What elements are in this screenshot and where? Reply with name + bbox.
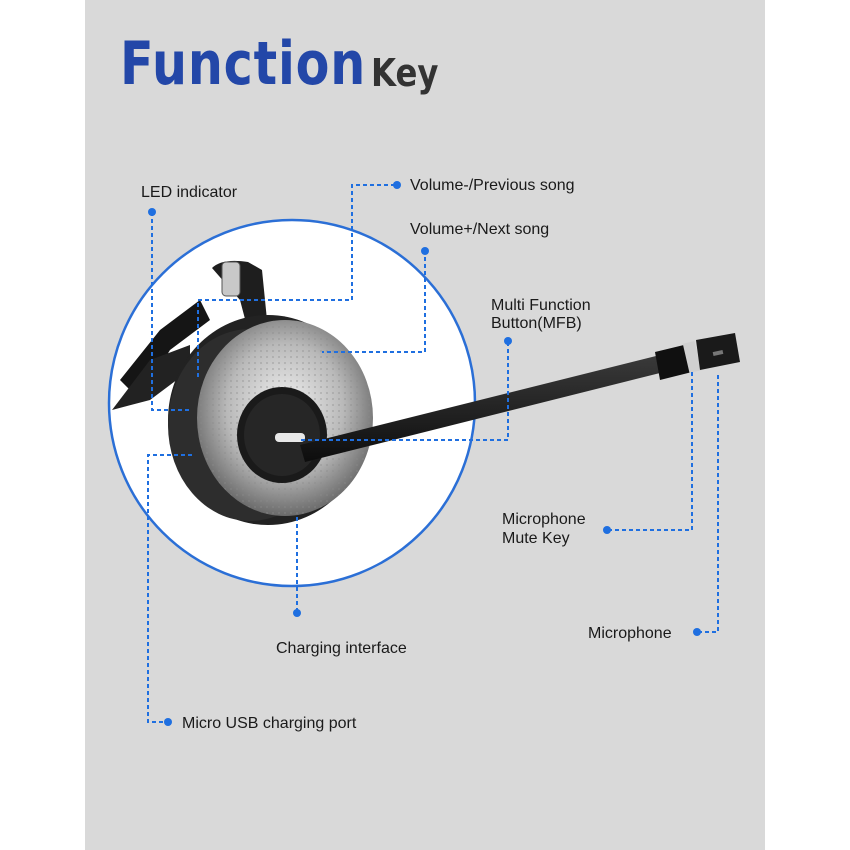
callout-mfb <box>300 342 509 441</box>
label-microphone: Microphone <box>588 625 672 642</box>
dot-led <box>148 208 156 216</box>
callout-mute <box>608 372 693 531</box>
callout-dots <box>148 181 701 726</box>
dot-microphone <box>693 628 701 636</box>
label-micro-usb-port: Micro USB charging port <box>182 715 357 732</box>
label-mute-line2: Mute Key <box>502 530 570 547</box>
label-mute-line1: Microphone <box>502 511 586 528</box>
dot-volume-plus <box>421 247 429 255</box>
callout-led <box>151 212 192 411</box>
headset-earpiece <box>112 260 373 525</box>
boom-microphone <box>300 333 740 462</box>
callout-lines <box>147 184 719 723</box>
callout-usb <box>147 454 192 723</box>
dot-usb <box>164 718 172 726</box>
label-mfb-line1: Multi Function <box>491 297 591 314</box>
label-mfb-line2: Button(MFB) <box>491 315 582 332</box>
label-volume-plus: Volume+/Next song <box>410 221 550 238</box>
callout-volume-minus <box>197 184 395 380</box>
label-charging-interface: Charging interface <box>276 640 407 657</box>
title-sub: Key <box>371 51 439 95</box>
dot-charging <box>293 609 301 617</box>
dot-mute <box>603 526 611 534</box>
title-main: Function <box>120 29 367 99</box>
mfb-led <box>275 433 305 442</box>
label-led-indicator: LED indicator <box>141 184 238 201</box>
headband-slider <box>221 261 241 297</box>
callout-volume-plus <box>322 250 426 353</box>
dot-mfb <box>504 337 512 345</box>
mic-mute-key-band <box>682 341 702 373</box>
dot-volume-minus <box>393 181 401 189</box>
label-volume-minus: Volume-/Previous song <box>410 177 575 194</box>
callout-microphone <box>698 372 719 633</box>
headband-arm <box>112 345 190 410</box>
